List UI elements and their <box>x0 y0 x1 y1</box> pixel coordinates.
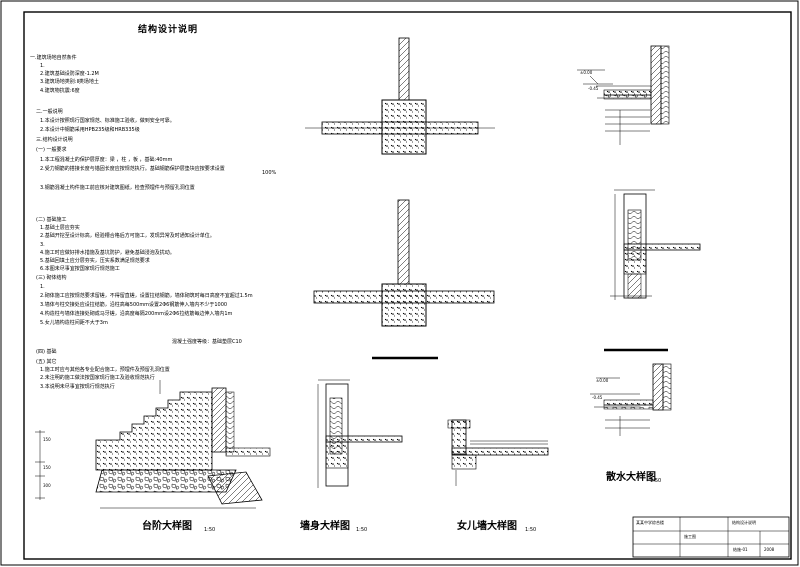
note-line: 1. <box>40 284 45 290</box>
caption-wall-detail: 墙身大样图 <box>300 521 350 532</box>
note-line: 1.本设计按照现行国家规范、标准施工验收，做到安全可靠。 <box>40 118 175 124</box>
dim-label: 150 <box>43 465 51 470</box>
title-block-date: 2008 <box>764 547 775 552</box>
note-line: 5.基础回填土应分层夯实，压实系数满足规范要求 <box>40 258 150 264</box>
inner-frame <box>23 11 792 560</box>
caption-scale: 1:50 <box>356 527 368 533</box>
note-line: 3. <box>40 242 45 248</box>
note-line: 2.基础开挖至设计标高，经验槽合格后方可施工，发现异常及时通知设计单位。 <box>40 233 215 239</box>
elevation-label: -0.45 <box>588 86 599 91</box>
note-line: 3.建筑场地类别:Ⅱ类场地土 <box>40 79 99 85</box>
elevation-label: ±0.00 <box>596 378 609 383</box>
note-line: 2.建筑基础设防深度-1.2M <box>40 71 99 77</box>
title-block-stage: 施工图 <box>684 534 696 539</box>
note-line: 二.一般说明 <box>36 109 63 115</box>
note-line: 100% <box>262 170 277 176</box>
note-line: 6.本图未尽事宜按国家现行规范施工 <box>40 266 120 272</box>
caption-scale: 1:50 <box>204 527 216 533</box>
note-line: 1.施工时应与其他各专业配合施工，预埋件及预留孔洞位置 <box>40 367 170 373</box>
caption-scale: 1:50 <box>650 478 662 484</box>
note-line: 1.本工程混凝土的保护层厚度：梁 ，柱 ，板 ，基础:40mm <box>40 157 173 163</box>
dim-label: 150 <box>43 437 51 442</box>
note-line: 一.建筑场地自然条件 <box>30 55 77 61</box>
dim-label: 300 <box>43 483 51 488</box>
wall-section-right <box>604 189 701 352</box>
title-block-project: 某某中学综合楼 <box>636 520 664 525</box>
foundation-section-1 <box>305 37 495 155</box>
parapet-detail <box>447 419 549 486</box>
detail-top-right <box>577 45 670 145</box>
note-line: 4.构造柱与墙体连接处砌成马牙槎，沿高度每隔200mm设2Φ6拉结筋每边伸入墙内… <box>40 311 233 317</box>
note-line: 2.本设计中钢筋采用HPB235级和HRB335级 <box>40 127 140 133</box>
note-line: 2.受力钢筋的搭接长度与锚固长度应按规范执行。基础钢筋保护层垫块应按要求设置 <box>40 166 225 172</box>
elevation-label: -0.45 <box>592 395 603 400</box>
note-line: 4.施工时应做好排水措施及基坑防护，避免基础浸泡及扰动。 <box>40 250 175 256</box>
note-line: (一) 一般要求 <box>36 147 67 153</box>
caption-step-detail: 台阶大样图 <box>142 521 192 532</box>
note-line: 2.未注明的施工做法按国家现行施工及验收规范执行 <box>40 375 155 381</box>
title-block-drawing: 结构设计说明 <box>732 520 756 525</box>
wall-body-detail <box>317 379 403 488</box>
note-line: (五) 其它 <box>36 359 57 365</box>
page-title: 结构设计说明 <box>138 25 199 35</box>
elevation-label: ±0.00 <box>580 70 593 75</box>
note-line: (二) 基础施工 <box>36 217 67 223</box>
note-line: 三.结构设计说明 <box>36 137 73 143</box>
caption-parapet-detail: 女儿墙大样图 <box>457 521 517 532</box>
note-line: 5.女儿墙构造柱间距不大于3m <box>40 320 108 326</box>
caption-scale: 1:50 <box>525 527 537 533</box>
note-line: 4.建筑物抗震:6度 <box>40 88 80 94</box>
title-block-lines <box>632 516 790 558</box>
caption-apron-detail: 散水大样图 <box>606 472 656 483</box>
note-line: 1.基础土层应夯实 <box>40 225 80 231</box>
title-block-number: 结施-01 <box>733 547 748 552</box>
note-line: (三) 砌体结构 <box>36 275 67 281</box>
note-line: 1. <box>40 63 45 69</box>
apron-detail <box>590 363 672 436</box>
step-detail <box>35 380 271 509</box>
note-line: 3.本说明未尽事宜按现行规范执行 <box>40 384 115 390</box>
note-line: (四) 基础 <box>36 349 57 355</box>
note-line: 3.钢筋混凝土构件施工前应核对建筑图纸，检查预埋件与预留孔洞位置 <box>40 185 195 191</box>
note-line: 混凝土强度等级：基础垫层C10 <box>172 339 242 345</box>
note-line: 2.砌体施工应按规范要求留槎，不得留直槎，设置拉结钢筋，墙体砌筑时每日高度不宜超… <box>40 293 253 299</box>
foundation-section-2 <box>313 199 495 360</box>
note-line: 3.墙体与柱交接处应设拉结筋，沿柱高每500mm设置2Φ6钢筋伸入墙内不少于10… <box>40 302 228 308</box>
